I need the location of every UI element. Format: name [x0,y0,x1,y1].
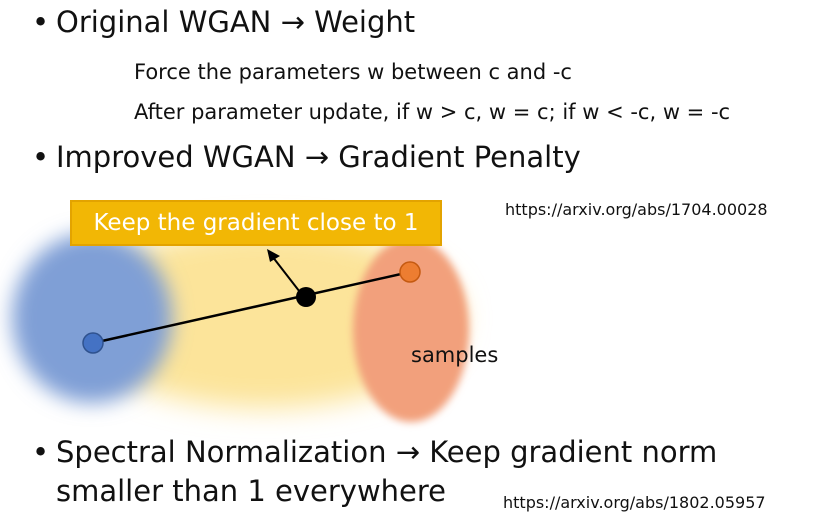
sample-point [399,261,421,283]
gradient-arrow-shaft [271,255,304,297]
bullet-marker: • [32,435,50,469]
bullet-original-wgan: •Original WGAN → Weight [32,5,416,39]
interpolation-line [92,270,411,345]
real-data-blob [12,233,172,403]
bullet-spectral-continuation: smaller than 1 everywhere [56,474,447,508]
link-spectral-norm-paper[interactable]: https://arxiv.org/abs/1802.05957 [503,493,766,512]
samples-label: samples [411,343,499,367]
real-point [82,332,104,354]
sub-point-clipping-rule: After parameter update, if w > c, w = c;… [134,100,731,124]
bullet-text: Original WGAN → Weight [56,5,416,39]
callout-keep-gradient: Keep the gradient close to 1 [70,200,442,246]
interpolated-point [296,287,316,307]
bullet-improved-wgan: •Improved WGAN → Gradient Penalty [32,140,581,174]
bullet-text: Improved WGAN → Gradient Penalty [56,140,581,174]
bullet-spectral-normalization: •Spectral Normalization → Keep gradient … [32,435,718,469]
gradient-arrowhead-icon [267,249,280,262]
bullet-text: Spectral Normalization → Keep gradient n… [56,435,718,469]
link-improved-wgan-paper[interactable]: https://arxiv.org/abs/1704.00028 [505,200,768,219]
samples-blob [353,238,469,422]
sub-point-force-parameters: Force the parameters w between c and -c [134,60,572,84]
bullet-marker: • [32,140,50,174]
bullet-marker: • [32,5,50,39]
